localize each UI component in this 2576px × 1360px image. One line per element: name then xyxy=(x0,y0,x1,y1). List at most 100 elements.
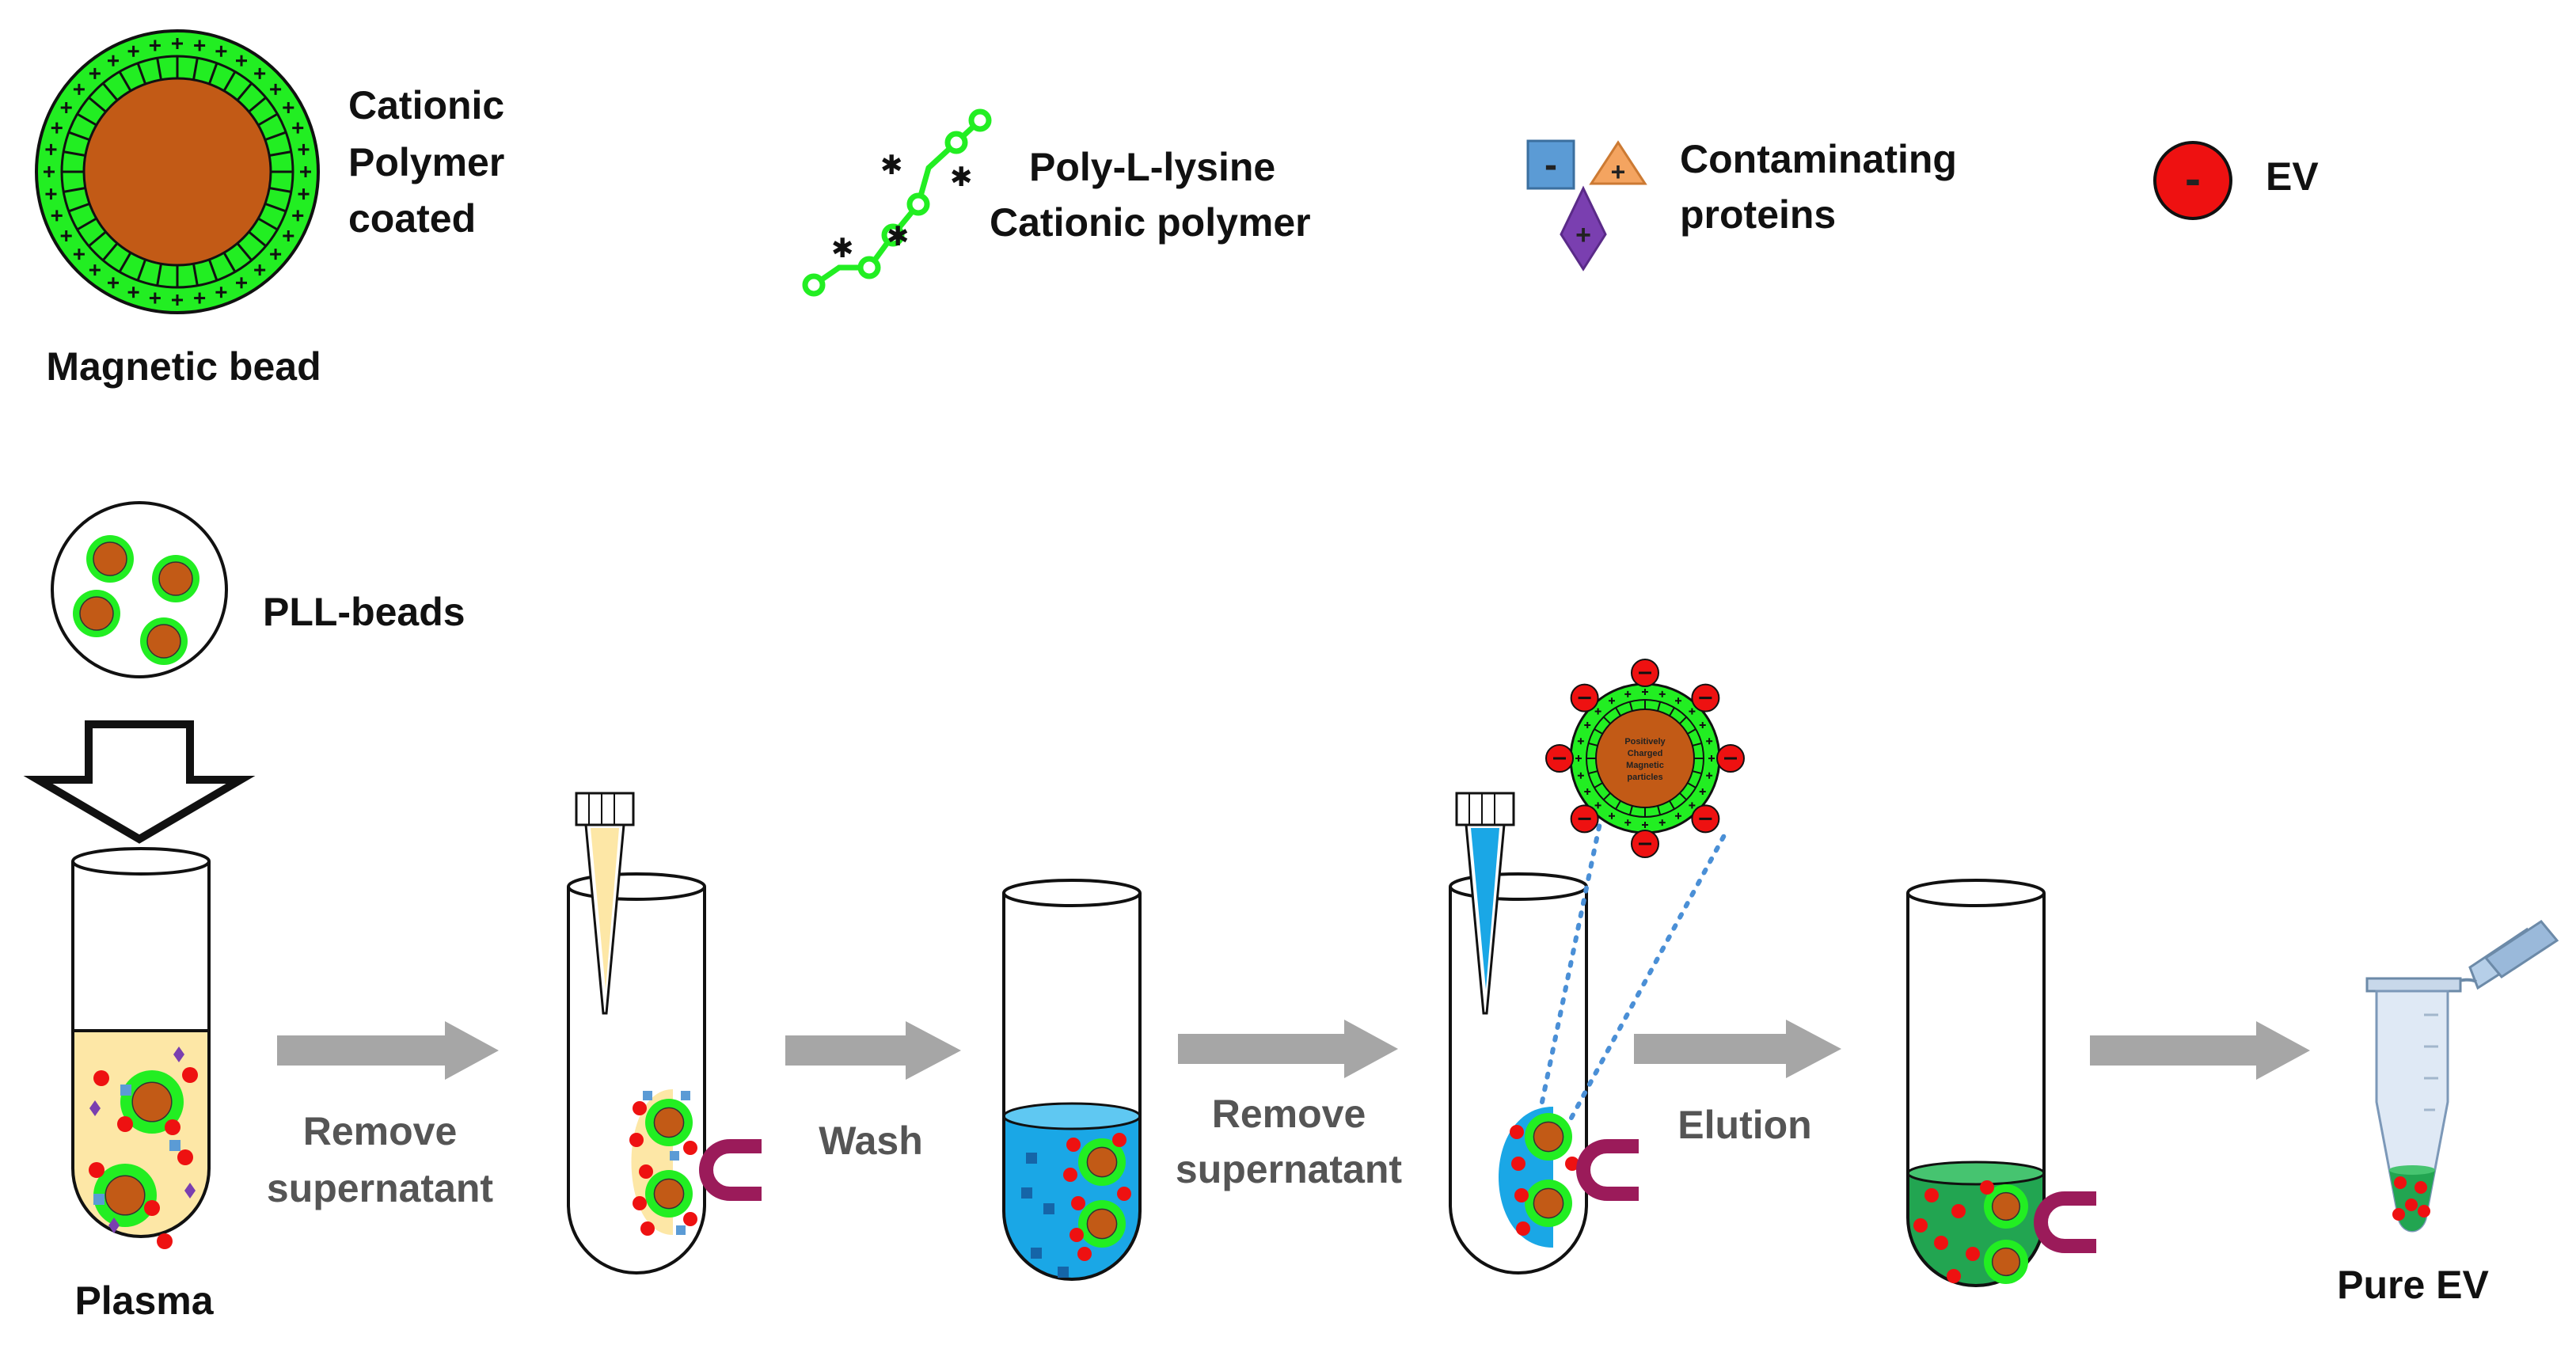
small-bead-core xyxy=(1086,1146,1118,1178)
protein-square xyxy=(1031,1248,1042,1259)
protein-square xyxy=(93,1194,104,1205)
ev-dot xyxy=(89,1162,104,1178)
bead-tick xyxy=(268,150,292,157)
protein-square xyxy=(681,1091,690,1100)
ev-dot xyxy=(2405,1199,2418,1211)
protein-diamond xyxy=(184,1183,196,1199)
pipette-tip-icon xyxy=(575,792,635,1015)
inset-tick xyxy=(1679,792,1688,801)
bead-tick xyxy=(257,217,279,231)
protein-square xyxy=(1026,1153,1037,1164)
plasma-tube xyxy=(71,847,211,1249)
ev-dot xyxy=(1980,1180,1994,1195)
protein-square xyxy=(169,1140,180,1151)
bead-tick xyxy=(68,202,90,213)
ev-dot xyxy=(1951,1204,1966,1218)
small-bead-core xyxy=(1533,1187,1564,1219)
magnet-arc xyxy=(699,1139,762,1201)
ev-dot xyxy=(1063,1168,1077,1182)
protein-label-line-1: Contaminating xyxy=(1680,137,1957,181)
bead-tick xyxy=(207,63,218,85)
ev-dot xyxy=(1071,1196,1085,1210)
bead-tick xyxy=(136,259,147,281)
ev-dot xyxy=(182,1067,198,1083)
ev-dot xyxy=(683,1141,697,1155)
wash-tube xyxy=(1002,879,1142,1281)
small-bead-core xyxy=(653,1107,685,1138)
small-bead-core xyxy=(104,1175,146,1216)
microtube-icon xyxy=(2365,920,2559,1233)
inset-tick xyxy=(1669,800,1675,810)
inset-tick xyxy=(1594,728,1603,735)
tube-remove-supernatant-2 xyxy=(1449,748,1730,1275)
ev-dot xyxy=(2394,1176,2407,1189)
step-arrow-3 xyxy=(1178,1020,1398,1078)
ev-dot xyxy=(1511,1157,1525,1171)
bead-tick xyxy=(136,63,147,85)
step-arrow-2 xyxy=(785,1021,961,1080)
ev-dot xyxy=(1947,1269,1961,1283)
step-arrow-1 xyxy=(277,1021,499,1080)
bead-tick xyxy=(268,187,292,193)
ev-charge: - xyxy=(2185,152,2201,205)
ev-icon: - xyxy=(2153,141,2232,220)
bead-caption: Magnetic bead xyxy=(46,344,321,389)
bead-tick xyxy=(192,57,199,81)
step-arrow-4 xyxy=(1634,1020,1841,1078)
add-beads-arrow xyxy=(23,720,256,844)
bead-label-line-3: coated xyxy=(348,196,476,241)
bead-label-line-2: Polymer xyxy=(348,140,504,184)
bead-tick xyxy=(68,131,90,142)
inset-tick xyxy=(1687,728,1696,735)
protein-square xyxy=(1021,1187,1032,1199)
ev-dot xyxy=(633,1196,647,1210)
small-bead-core xyxy=(1991,1247,2021,1277)
ev-dot xyxy=(1913,1218,1928,1233)
inset-tick xyxy=(1615,707,1621,716)
polymer-label-line-2: Cationic polymer xyxy=(990,200,1311,245)
ev-dot xyxy=(2418,1205,2430,1218)
bead-tick xyxy=(156,263,162,287)
protein-square xyxy=(676,1225,686,1235)
elution-label: Elution xyxy=(1677,1103,1811,1147)
protein-diamond xyxy=(89,1100,101,1116)
pll-bead-core xyxy=(146,624,181,659)
ev-dot xyxy=(633,1101,647,1115)
ev-dot xyxy=(2415,1181,2427,1194)
protein-diamond xyxy=(173,1047,184,1062)
inset-tick xyxy=(1692,742,1702,746)
protein-square xyxy=(1043,1203,1054,1214)
plasma-label: Plasma xyxy=(74,1278,214,1323)
ev-dot xyxy=(1117,1187,1131,1201)
bead-tick xyxy=(76,112,97,127)
bead-tick xyxy=(156,57,162,81)
bead-tick xyxy=(257,112,279,127)
protein-square xyxy=(120,1085,131,1096)
pipette-tip-icon xyxy=(1455,792,1515,1015)
magnet-icon xyxy=(699,1139,762,1201)
inset-tick xyxy=(1669,707,1675,716)
ev-dot xyxy=(629,1133,644,1147)
bead-tick xyxy=(236,242,253,261)
ev-dot xyxy=(165,1119,180,1135)
inset-magnetic-particle: Positively Charged Magnetic particles xyxy=(1545,659,1745,858)
wash-label: Wash xyxy=(819,1119,923,1163)
protein-diamond xyxy=(108,1218,120,1233)
elution-tube xyxy=(1906,879,2096,1287)
remove-supernatant-2-line-2: supernatant xyxy=(1176,1147,1403,1191)
inset-core-line-3: Magnetic xyxy=(1626,761,1664,770)
magnet-icon xyxy=(1576,1139,1639,1201)
polymer-label-line-1: Poly-L-lysine xyxy=(1029,145,1275,189)
bead-tick xyxy=(236,82,253,101)
ev-dot xyxy=(1516,1221,1530,1236)
inset-tick xyxy=(1602,792,1611,801)
inset-tick xyxy=(1588,742,1598,746)
inset-tick xyxy=(1657,701,1662,712)
svg-text:✱: ✱ xyxy=(950,161,973,193)
inset-core-line-2: Charged xyxy=(1628,749,1663,758)
protein-charge-negative: - xyxy=(1544,144,1557,186)
small-bead-core xyxy=(1533,1121,1564,1153)
ev-dot xyxy=(1514,1188,1529,1202)
